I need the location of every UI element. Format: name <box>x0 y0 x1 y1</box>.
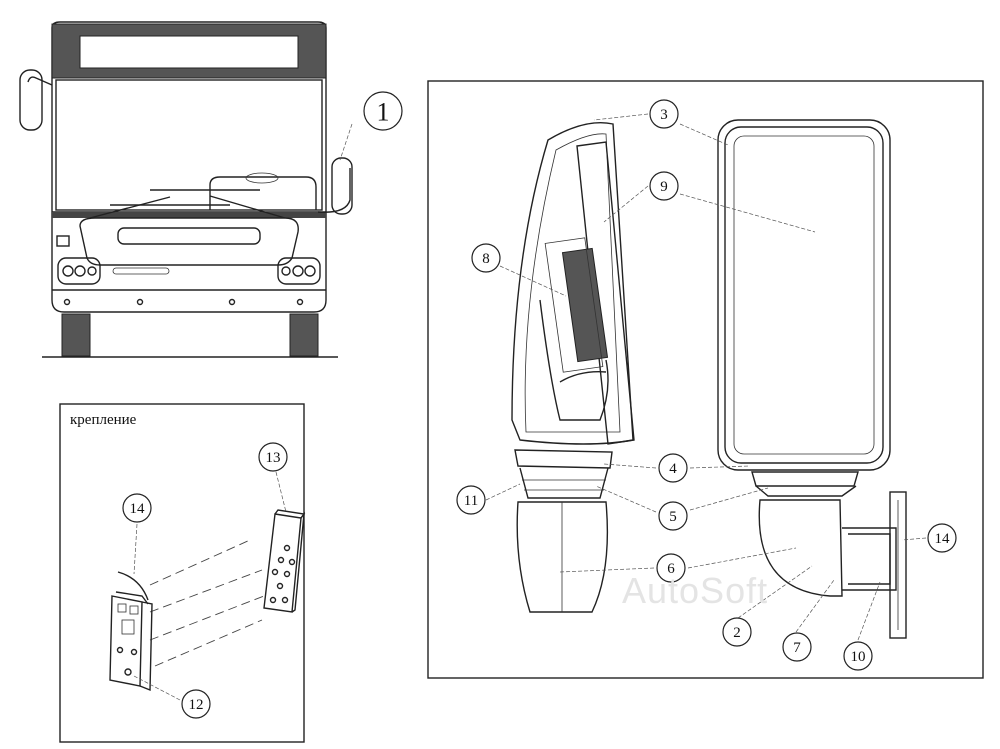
callout-9: 9 <box>649 171 679 201</box>
svg-text:11: 11 <box>464 493 478 509</box>
mirror-section-view <box>511 122 635 613</box>
destination-sign <box>79 35 299 69</box>
front-mask <box>79 217 299 266</box>
callout-1: 1 <box>363 91 403 131</box>
bus-body <box>51 21 327 313</box>
callout-13: 13 <box>258 442 288 472</box>
svg-text:1: 1 <box>377 98 390 127</box>
svg-text:8: 8 <box>482 251 490 267</box>
inset-title: крепление <box>70 412 137 428</box>
headlight-left <box>57 257 101 285</box>
svg-text:5: 5 <box>669 509 677 525</box>
callout-10: 10 <box>843 641 873 671</box>
svg-text:7: 7 <box>793 640 801 656</box>
svg-text:13: 13 <box>266 450 281 466</box>
mount-bracket <box>109 571 153 692</box>
mirror-right <box>331 157 353 215</box>
svg-text:6: 6 <box>667 561 675 577</box>
svg-text:14: 14 <box>935 531 951 547</box>
marker-light <box>56 235 70 247</box>
callout-5: 5 <box>658 501 688 531</box>
headlight-right <box>277 257 321 285</box>
detail-frame <box>427 80 984 679</box>
svg-text:10: 10 <box>851 649 866 665</box>
callout-14-detail: 14 <box>927 523 957 553</box>
wheel-right <box>289 313 319 357</box>
callout-7: 7 <box>782 632 812 662</box>
callout-4: 4 <box>658 453 688 483</box>
watermark: AutoSoft <box>622 570 769 611</box>
callout-14-mount: 14 <box>122 493 152 523</box>
svg-text:2: 2 <box>733 625 741 641</box>
svg-text:14: 14 <box>130 501 146 517</box>
windshield <box>55 79 323 211</box>
windshield-strip <box>52 212 326 218</box>
callout-12: 12 <box>181 689 211 719</box>
mount-inset <box>59 403 306 743</box>
mirror-front-view <box>717 119 907 639</box>
svg-text:3: 3 <box>660 107 668 123</box>
wheel-left <box>61 313 91 357</box>
callout-2: 2 <box>722 617 752 647</box>
callout-8: 8 <box>471 243 501 273</box>
mirror-left <box>19 69 43 131</box>
inset-frame <box>59 403 305 743</box>
mount-plate <box>263 509 306 613</box>
leader-lines <box>133 113 927 701</box>
svg-text:12: 12 <box>189 697 204 713</box>
bus-front-view <box>19 21 353 358</box>
mirror-detail <box>133 80 984 701</box>
callout-11: 11 <box>456 485 486 515</box>
svg-text:9: 9 <box>660 179 668 195</box>
svg-text:4: 4 <box>669 461 677 477</box>
callout-3: 3 <box>649 99 679 129</box>
callout-6: 6 <box>656 553 686 583</box>
